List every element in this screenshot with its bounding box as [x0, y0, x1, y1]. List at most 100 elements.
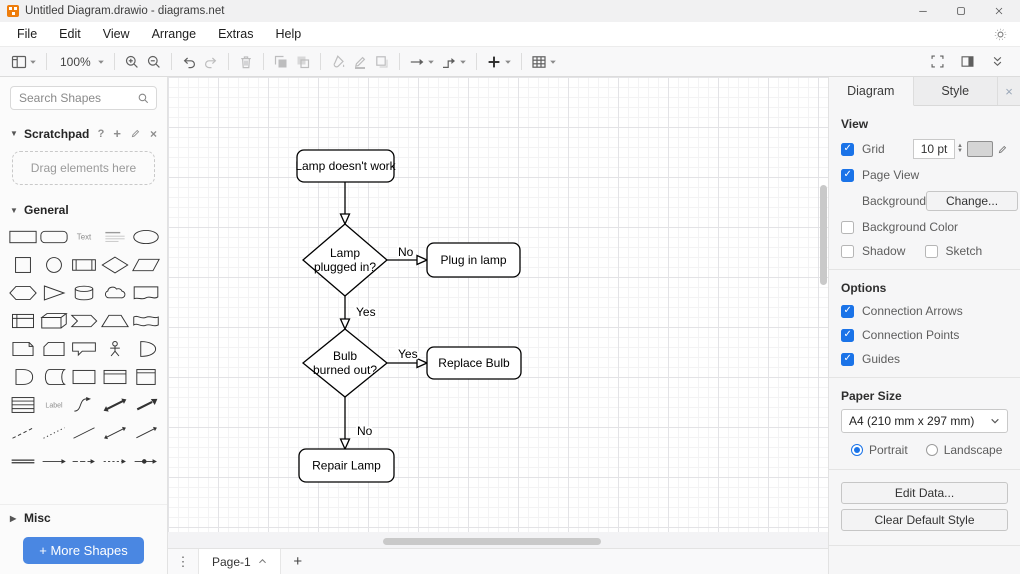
shape-and[interactable]: [8, 367, 39, 386]
shape-text[interactable]: Text: [69, 227, 100, 246]
general-section-header[interactable]: ▼ General: [0, 197, 167, 223]
minimize-button[interactable]: [917, 5, 929, 17]
flow-edge-1[interactable]: No: [387, 243, 429, 266]
fullscreen-button[interactable]: [926, 50, 948, 74]
shape-textbox[interactable]: [100, 227, 131, 246]
grid-size-input[interactable]: [913, 139, 956, 159]
clear-default-style-button[interactable]: Clear Default Style: [841, 509, 1008, 531]
shape-triangle[interactable]: [39, 283, 70, 302]
shape-internal-storage[interactable]: [8, 311, 39, 330]
add-page-button[interactable]: +: [293, 553, 303, 570]
shape-bidirectional-connector[interactable]: [100, 423, 131, 442]
menu-file[interactable]: File: [17, 27, 38, 41]
flow-node-plug[interactable]: Plug in lamp: [426, 242, 521, 278]
shape-container[interactable]: [69, 367, 100, 386]
close-panel-icon[interactable]: ×: [1005, 83, 1013, 99]
zoom-out-button[interactable]: [143, 50, 165, 74]
menu-help[interactable]: Help: [275, 27, 302, 41]
shape-dotted-line[interactable]: [39, 423, 70, 442]
shape-vertical-container[interactable]: [100, 367, 131, 386]
shape-directional-edge[interactable]: [39, 451, 70, 470]
view-panel-button[interactable]: [8, 50, 40, 74]
menu-extras[interactable]: Extras: [218, 27, 254, 41]
shape-process[interactable]: [69, 255, 100, 274]
page-view-checkbox[interactable]: [841, 168, 854, 182]
shape-note[interactable]: [8, 339, 39, 358]
pages-menu-icon[interactable]: ⋮: [176, 553, 190, 569]
shape-list[interactable]: [8, 395, 39, 414]
shape-labeled-edge[interactable]: [130, 451, 161, 470]
scratchpad-drop-area[interactable]: Drag elements here: [12, 151, 155, 185]
shape-link[interactable]: [8, 451, 39, 470]
close-icon[interactable]: ×: [149, 126, 157, 141]
connection-points-checkbox[interactable]: [841, 328, 854, 342]
more-shapes-button[interactable]: + More Shapes: [23, 537, 144, 564]
shape-card[interactable]: [39, 339, 70, 358]
shape-trapezoid[interactable]: [100, 311, 131, 330]
shape-ellipse[interactable]: [130, 227, 161, 246]
paper-size-select[interactable]: A4 (210 mm x 297 mm): [841, 409, 1008, 433]
shape-circle[interactable]: [39, 255, 70, 274]
vertical-scrollbar[interactable]: [820, 185, 827, 285]
shape-line[interactable]: [69, 423, 100, 442]
grid-checkbox[interactable]: [841, 142, 854, 156]
zoom-in-button[interactable]: [121, 50, 143, 74]
shape-diamond[interactable]: [100, 255, 131, 274]
shape-callout[interactable]: [69, 339, 100, 358]
waypoint-style-button[interactable]: [438, 50, 470, 74]
help-icon[interactable]: ?: [97, 127, 105, 140]
tab-diagram[interactable]: Diagram: [829, 77, 914, 106]
menu-edit[interactable]: Edit: [59, 27, 81, 41]
plus-icon[interactable]: +: [113, 126, 121, 141]
shape-step[interactable]: [69, 311, 100, 330]
zoom-select[interactable]: 100%: [53, 50, 108, 74]
shape-hexagon[interactable]: [8, 283, 39, 302]
shadow-checkbox[interactable]: [841, 244, 854, 258]
shape-or[interactable]: [130, 339, 161, 358]
shape-cube[interactable]: [39, 311, 70, 330]
tab-style[interactable]: Style: [914, 77, 998, 105]
portrait-radio[interactable]: Portrait: [851, 443, 908, 457]
pencil-icon[interactable]: [130, 128, 141, 139]
shape-rounded-rectangle[interactable]: [39, 227, 70, 246]
guides-checkbox[interactable]: [841, 352, 854, 366]
menu-arrange[interactable]: Arrange: [151, 27, 197, 41]
flow-node-start[interactable]: Lamp doesn't work: [295, 149, 397, 183]
flow-edge-2[interactable]: Yes: [339, 296, 378, 331]
landscape-radio[interactable]: Landscape: [925, 443, 1002, 457]
shape-rectangle[interactable]: [8, 227, 39, 246]
shape-document[interactable]: [130, 283, 161, 302]
shape-dashed-line[interactable]: [8, 423, 39, 442]
shape-square[interactable]: [8, 255, 39, 274]
misc-section-header[interactable]: ▶ Misc: [0, 504, 167, 531]
grid-color-swatch[interactable]: [967, 141, 993, 157]
change-background-button[interactable]: Change...: [926, 191, 1019, 211]
flow-edge-3[interactable]: Yes: [387, 345, 429, 369]
close-button[interactable]: [993, 5, 1005, 17]
flow-edge-0[interactable]: [339, 182, 351, 226]
shape-arrow-edge[interactable]: [69, 451, 100, 470]
connection-style-button[interactable]: [406, 50, 438, 74]
table-button[interactable]: [528, 50, 560, 74]
sketch-checkbox[interactable]: [924, 244, 938, 258]
flow-node-replace[interactable]: Replace Bulb: [426, 346, 522, 380]
format-panel-toggle[interactable]: [956, 50, 978, 74]
scratchpad-header[interactable]: ▼ Scratchpad ? + ×: [0, 120, 167, 147]
shape-actor[interactable]: [100, 339, 131, 358]
menu-view[interactable]: View: [102, 27, 130, 41]
shape-cloud[interactable]: [100, 283, 131, 302]
insert-button[interactable]: [483, 50, 515, 74]
edit-data-button[interactable]: Edit Data...: [841, 482, 1008, 504]
shape-cylinder[interactable]: [69, 283, 100, 302]
shape-tape[interactable]: [130, 311, 161, 330]
horizontal-scrollbar[interactable]: [383, 538, 601, 545]
shape-curve[interactable]: [69, 395, 100, 414]
flow-node-repair[interactable]: Repair Lamp: [298, 448, 395, 483]
shape-arrow[interactable]: [130, 395, 161, 414]
theme-toggle-button[interactable]: [993, 27, 1008, 42]
edit-grid-color-icon[interactable]: [997, 144, 1008, 155]
